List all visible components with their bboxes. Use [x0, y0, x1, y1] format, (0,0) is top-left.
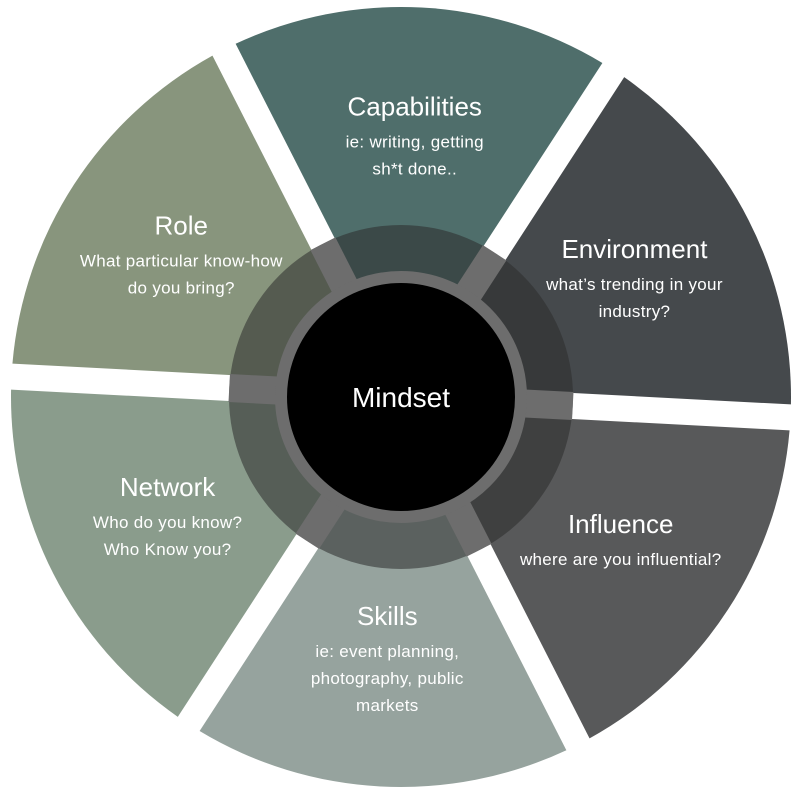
capabilities-title: Capabilities [348, 91, 482, 121]
segment-label-environment: Environment what’s trending in your indust… [545, 234, 723, 321]
skills-description-line: ie: event planning, [315, 642, 459, 661]
capabilities-description-line: sh*t done.. [372, 159, 457, 178]
capabilities-description-line: ie: writing, getting [346, 132, 484, 151]
environment-description-line: what’s trending in your [545, 275, 723, 294]
role-description-line: What particular know-how [80, 251, 283, 270]
influence-title: Influence [568, 509, 674, 539]
mindset-label: Mindset [352, 382, 450, 413]
influence-description-line: where are you influential? [519, 550, 722, 569]
skills-description-line: markets [356, 696, 419, 715]
skills-description-line: photography, public [311, 669, 464, 688]
role-description-line: do you bring? [128, 278, 235, 297]
skills-title: Skills [357, 601, 418, 631]
network-description-line: Who do you know? [93, 513, 242, 532]
role-title: Role [155, 210, 208, 240]
segment-labels-layer: Capabilities ie: writing, getting sh*t don… [80, 91, 723, 715]
network-description-line: Who Know you? [104, 540, 232, 559]
segment-skills [199, 422, 567, 788]
segment-label-influence: Influence where are you influential? [519, 509, 722, 569]
network-title: Network [120, 472, 216, 502]
mindset-core [275, 271, 527, 523]
environment-title: Environment [561, 234, 708, 264]
segment-label-capabilities: Capabilities ie: writing, getting sh*t don… [346, 91, 484, 178]
environment-description-line: industry? [599, 302, 671, 321]
segment-capabilities [235, 6, 603, 372]
segment-label-skills: Skills ie: event planning, photography, pu… [311, 601, 464, 715]
